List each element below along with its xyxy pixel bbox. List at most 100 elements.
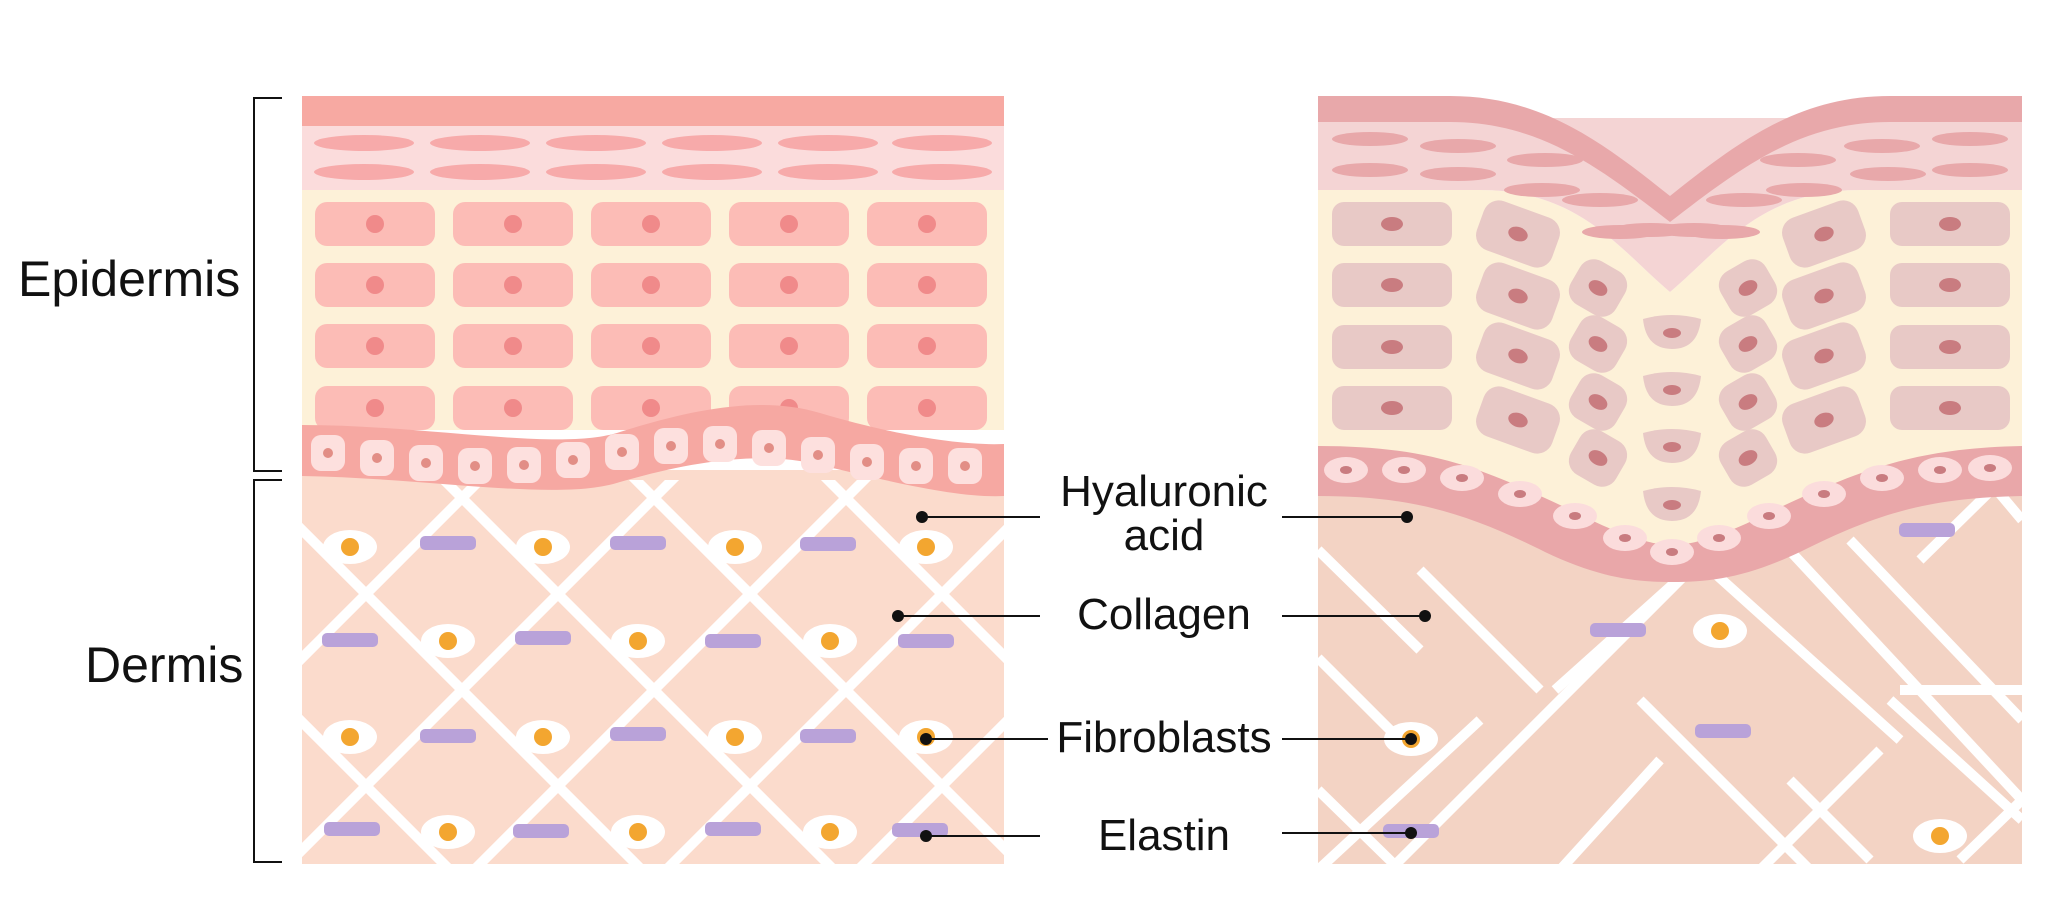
granular-cell: [1684, 225, 1760, 239]
collagen-dot-left: [892, 610, 904, 622]
keratinocyte-nucleus: [1663, 385, 1681, 395]
fibroblasts-label: Fibroblasts: [1056, 713, 1272, 762]
elastin-fiber: [800, 537, 856, 551]
aged-basal-cells: [1324, 455, 2012, 565]
basal-nucleus: [862, 457, 872, 467]
collagen-fragment: [1776, 536, 2022, 804]
young-fibroblasts: [323, 530, 953, 849]
keratinocyte-nucleus: [642, 337, 660, 355]
basal-nucleus: [421, 458, 431, 468]
collagen-fragment: [1318, 716, 1484, 864]
keratinocyte-nucleus: [366, 276, 384, 294]
aged-collagen-fragments: [1318, 490, 2022, 864]
keratinocyte-nucleus: [1939, 401, 1961, 415]
collagen-fragment: [1916, 490, 1999, 564]
fibroblast-nucleus: [917, 538, 935, 556]
granular-cell: [662, 164, 762, 180]
keratinocyte-nucleus: [1508, 348, 1528, 364]
elastin-fiber: [1590, 623, 1646, 637]
fibroblast-nucleus: [341, 728, 359, 746]
basal-nucleus: [1666, 548, 1678, 556]
granular-cell: [1562, 193, 1638, 207]
keratinocyte-nucleus: [1381, 401, 1403, 415]
keratinocyte-nucleus: [504, 215, 522, 233]
collagen-fragment: [1956, 796, 2022, 864]
keratinocyte-nucleus: [1738, 394, 1758, 410]
elastin-fiber: [892, 823, 948, 837]
keratinocyte-nucleus: [366, 215, 384, 233]
fibroblast-nucleus: [439, 632, 457, 650]
dermis-bracket: [253, 479, 282, 863]
distorted-keratinocyte: [1718, 373, 1778, 431]
keratinocyte-nucleus: [642, 399, 660, 417]
basal-nucleus: [1713, 534, 1725, 542]
keratinocyte-nucleus: [1738, 280, 1758, 296]
basal-nucleus: [323, 448, 333, 458]
basal-nucleus: [372, 453, 382, 463]
elastin-fiber: [1899, 523, 1955, 537]
keratinocyte-nucleus: [504, 337, 522, 355]
distorted-keratinocyte: [1568, 259, 1628, 317]
keratinocyte-nucleus: [1663, 500, 1681, 510]
fibroblast-nucleus: [534, 728, 552, 746]
keratinocyte-nucleus: [1508, 288, 1528, 304]
granular-cell: [314, 135, 414, 151]
collagen-fiber: [302, 714, 452, 864]
basal-nucleus: [813, 450, 823, 460]
aged-skin-section: [1318, 96, 2022, 864]
basal-nucleus: [1934, 466, 1946, 474]
collagen-fiber: [302, 480, 680, 858]
basal-nucleus: [1340, 466, 1352, 474]
granular-cell: [1332, 132, 1408, 146]
elastin-fiber: [420, 729, 476, 743]
basal-nucleus: [1456, 474, 1468, 482]
granular-cell: [1332, 163, 1408, 177]
aged-stratum-corneum: [1318, 96, 2022, 222]
basal-nucleus: [911, 461, 921, 471]
distorted-keratinocyte: [1782, 200, 1866, 268]
young-granular-layer: [302, 126, 1004, 190]
keratinocyte-nucleus: [1588, 336, 1608, 352]
fibroblasts-dot-left: [920, 733, 932, 745]
collagen-fragment: [1318, 546, 1424, 654]
collagen-fragment: [1786, 776, 1874, 864]
granular-cell: [892, 135, 992, 151]
elastin-fiber: [898, 634, 954, 648]
callout-dots: [892, 511, 1431, 842]
fibroblast-nucleus: [439, 823, 457, 841]
keratinocyte-nucleus: [780, 337, 798, 355]
keratinocyte-nucleus: [918, 276, 936, 294]
collagen-label: Collagen: [1077, 590, 1251, 639]
granular-cell: [1420, 139, 1496, 153]
fibroblast-nucleus: [629, 632, 647, 650]
basal-nucleus: [666, 441, 676, 451]
distorted-keratinocyte: [1568, 373, 1628, 431]
keratinocyte-nucleus: [1381, 340, 1403, 354]
young-stratum-corneum: [302, 96, 1004, 126]
hyaluronic-acid-label: Hyaluronic acid: [1060, 467, 1268, 560]
granular-cell: [314, 164, 414, 180]
elastin-fiber: [1695, 724, 1751, 738]
distorted-keratinocyte: [1476, 322, 1560, 390]
aged-keratinocytes: [1332, 200, 2010, 521]
keratinocyte-nucleus: [918, 215, 936, 233]
hyaluronic-acid-dot-left: [916, 511, 928, 523]
fibroblast-nucleus: [726, 728, 744, 746]
fibroblast-nucleus: [821, 632, 839, 650]
epidermis-label: Epidermis: [18, 251, 241, 307]
keratinocyte-nucleus: [504, 399, 522, 417]
collagen-fiber: [0, 480, 96, 900]
keratinocyte-nucleus: [366, 337, 384, 355]
collagen-fiber: [0, 480, 96, 900]
granular-cell: [1850, 167, 1926, 181]
basal-nucleus: [568, 455, 578, 465]
distorted-keratinocyte: [1718, 315, 1778, 373]
keratinocyte-nucleus: [1663, 442, 1681, 452]
granular-cell: [1766, 183, 1842, 197]
fibroblast-nucleus: [726, 538, 744, 556]
keratinocyte-nucleus: [1939, 278, 1961, 292]
basal-nucleus: [1876, 474, 1888, 482]
basal-nucleus: [960, 461, 970, 471]
basal-nucleus: [1818, 490, 1830, 498]
granular-cell: [892, 164, 992, 180]
